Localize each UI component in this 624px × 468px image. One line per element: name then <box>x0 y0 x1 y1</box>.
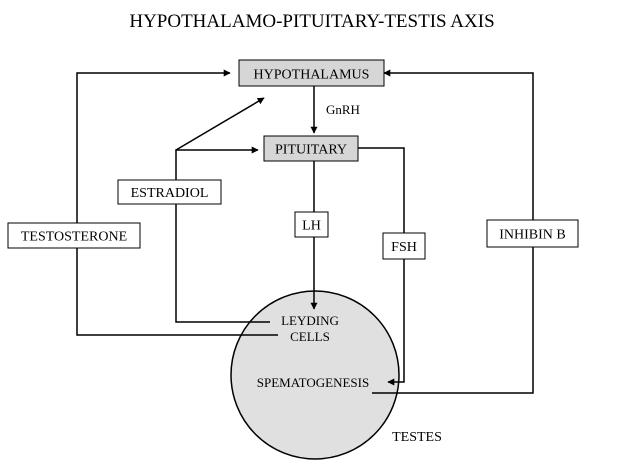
spermatogenesis-label: SPEMATOGENESIS <box>257 375 369 390</box>
testosterone-node: TESTOSTERONE <box>7 222 141 249</box>
estradiol-to-hypothalamus-arrow <box>175 97 265 151</box>
estradiol-label: ESTRADIOL <box>131 186 209 201</box>
inhibin-b-node: INHIBIN B <box>486 219 579 248</box>
pituitary-node: PITUITARY <box>263 135 359 162</box>
lh-label: LH <box>302 219 321 234</box>
leyding-cells-label-line2: CELLS <box>290 329 330 344</box>
connector-lines <box>76 69 534 394</box>
fsh-arrow <box>358 147 405 386</box>
diagram-title: HYPOTHALAMO-PITUITARY-TESTIS AXIS <box>129 11 494 32</box>
pituitary-label: PITUITARY <box>275 143 347 158</box>
testes-label: TESTES <box>392 430 442 445</box>
fsh-node: FSH <box>382 232 426 260</box>
hypothalamus-label: HYPOTHALAMUS <box>254 68 370 83</box>
leyding-cells-label-line1: LEYDING <box>281 313 339 328</box>
lh-node: LH <box>294 211 329 238</box>
gnrh-label: GnRH <box>326 102 360 117</box>
inhibin-b-label: INHIBIN B <box>499 228 566 243</box>
testes-circle <box>230 290 400 460</box>
testosterone-label: TESTOSTERONE <box>21 230 127 245</box>
estradiol-node: ESTRADIOL <box>117 179 222 205</box>
testosterone-feedback-line <box>76 69 278 336</box>
hypothalamus-node: HYPOTHALAMUS <box>238 59 385 87</box>
fsh-label: FSH <box>391 240 417 255</box>
estradiol-feedback-line <box>175 146 270 323</box>
